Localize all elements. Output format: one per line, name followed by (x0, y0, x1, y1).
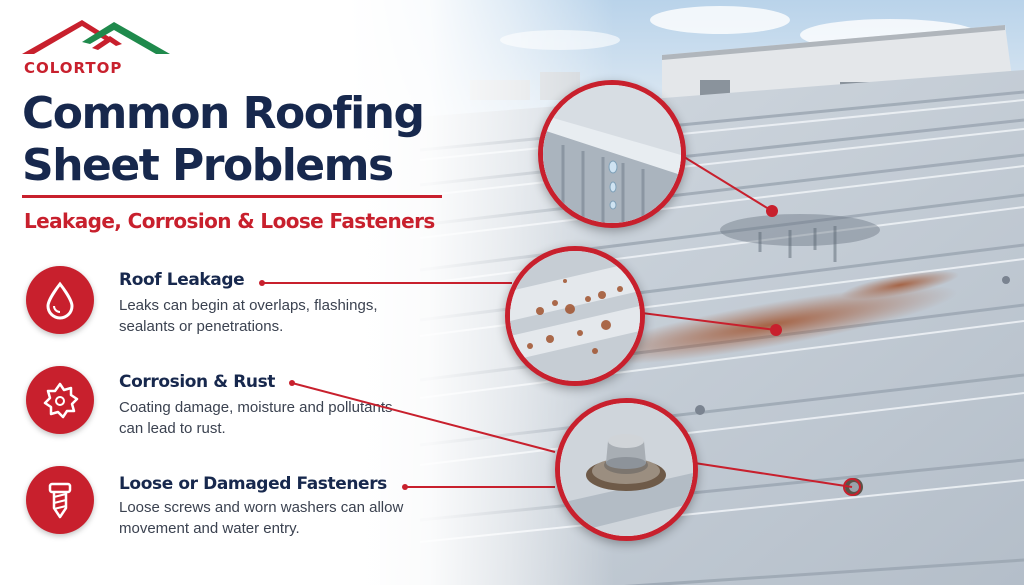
roof-peaks-logo-icon (22, 20, 170, 54)
leakage-description: Leaks can begin at overlaps, flashings, … (119, 297, 378, 335)
rust-closeup (505, 246, 645, 386)
page-title: Common Roofing Sheet Problems (22, 88, 462, 192)
brand-name: COLORTOP (24, 59, 123, 77)
title-line-2: Sheet Problems (22, 140, 394, 191)
leakage-closeup (538, 80, 686, 228)
corrosion-gear-icon (43, 382, 79, 419)
leakage-title: Roof Leakage (119, 270, 245, 290)
colortop-logo: COLORTOP (22, 14, 172, 78)
rust-spots-closeup (510, 251, 640, 381)
fastener-title: Loose or Damaged Fasteners (119, 474, 387, 494)
water-drop-icon (46, 281, 74, 320)
title-divider (22, 195, 442, 198)
fastener-description: Loose screws and worn washers can allow … (119, 499, 404, 537)
screw-icon (48, 482, 72, 519)
title-line-1: Common Roofing (22, 88, 425, 139)
corrosion-icon-badge (26, 366, 94, 434)
fastener-closeup (555, 398, 698, 541)
fastener-icon-badge (26, 466, 94, 534)
dripping-overlap-closeup (543, 85, 681, 223)
loose-bolt-closeup (560, 403, 693, 536)
corrosion-description: Coating damage, moisture and pollutants … (119, 399, 393, 437)
leakage-icon-badge (26, 266, 94, 334)
corrosion-title: Corrosion & Rust (119, 372, 276, 392)
page-subtitle: Leakage, Corrosion & Loose Fasteners (24, 209, 435, 233)
